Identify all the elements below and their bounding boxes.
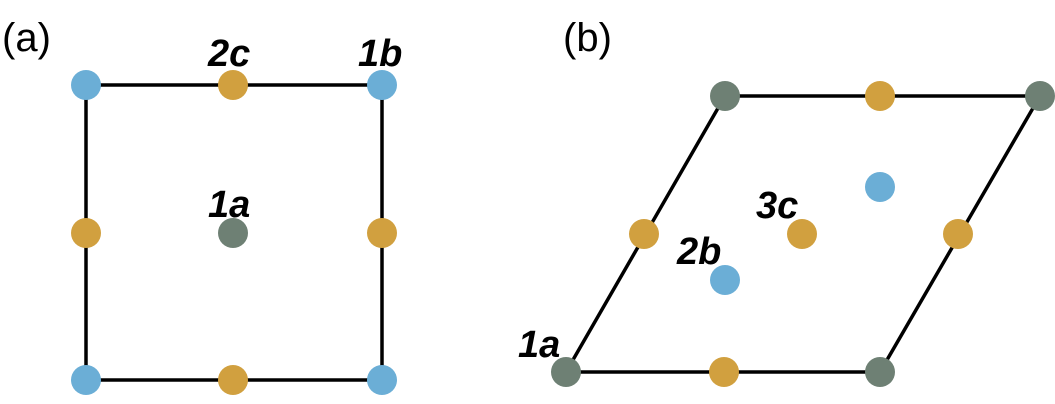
panel-a-label: (a) — [2, 16, 51, 60]
panel-b-label: (b) — [563, 16, 612, 60]
label-3c: 3c — [756, 185, 798, 227]
site-1a-corner-top-right — [1025, 81, 1055, 111]
site-3c-top — [865, 81, 895, 111]
site-3c-left — [629, 219, 659, 249]
site-3c-bottom — [709, 357, 739, 387]
site-1a-center — [218, 218, 248, 248]
label-1b: 1b — [358, 33, 402, 75]
site-2b-upper — [865, 172, 895, 202]
site-2b-lower — [710, 265, 740, 295]
site-1b-corner-top-left — [71, 70, 101, 100]
site-1a-corner-top-left — [710, 81, 740, 111]
site-1a-corner-bottom-left — [551, 357, 581, 387]
panel-a: (a) 2c 1b 1a — [2, 16, 402, 395]
site-1b-corner-bottom-left — [71, 365, 101, 395]
site-3c-right — [943, 219, 973, 249]
site-2c-bottom — [218, 365, 248, 395]
site-2c-right — [367, 218, 397, 248]
site-1b-corner-top-right — [367, 70, 397, 100]
label-1a-rhombic: 1a — [518, 324, 560, 366]
site-2c-left — [71, 218, 101, 248]
site-2c-top — [218, 70, 248, 100]
label-2b: 2b — [676, 231, 721, 273]
site-1a-corner-bottom-right — [865, 357, 895, 387]
panel-b: (b) 1a 2b 3c — [518, 16, 1055, 387]
label-2c: 2c — [207, 33, 250, 75]
label-1a-square: 1a — [208, 184, 250, 226]
site-1b-corner-bottom-right — [367, 365, 397, 395]
site-3c-center — [787, 219, 817, 249]
